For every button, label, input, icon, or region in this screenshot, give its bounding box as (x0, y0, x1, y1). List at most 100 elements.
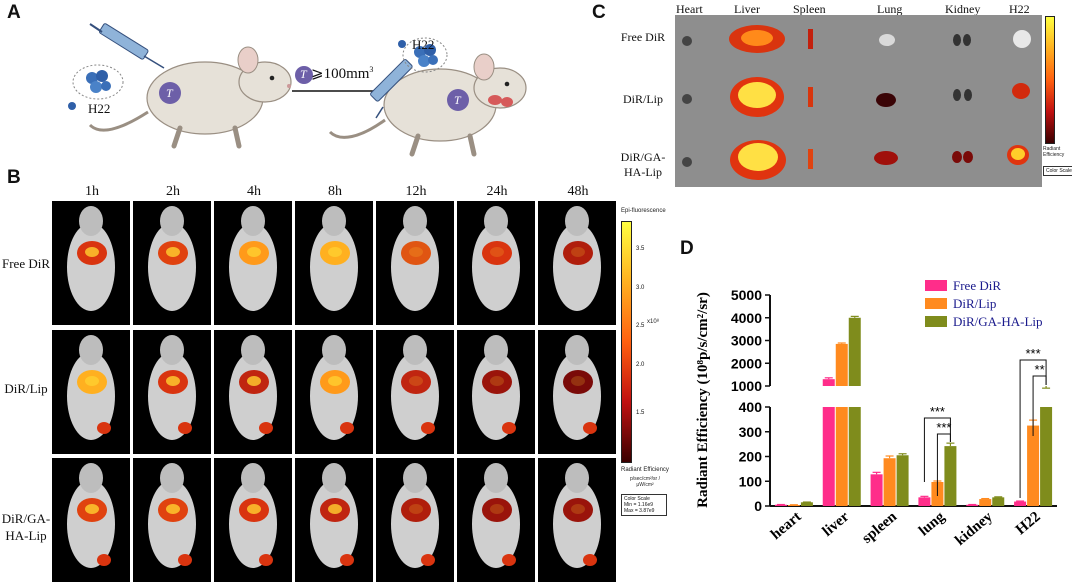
x-tick-label: liver (820, 509, 853, 540)
timepoint-label: 48h (567, 184, 589, 199)
bar (822, 407, 835, 506)
tumor-badge: T (300, 67, 307, 81)
color-scale-min: Min = 1.16e9 (624, 502, 654, 508)
tumor-size-threshold: ⩾100mm3 (311, 64, 373, 83)
colorbar-tick-label: 3.5 (636, 246, 645, 252)
colorbar-tick-label: 2.0 (636, 362, 645, 368)
mouse-fluorescence-image (214, 201, 292, 325)
x-tick-label: H22 (1013, 509, 1044, 538)
bar (800, 502, 813, 506)
bar (896, 455, 909, 506)
y-tick-label: 4000 (731, 310, 762, 326)
significance-label: ** (1035, 362, 1045, 377)
tumor-cell-cluster-icon (398, 37, 448, 73)
legend-label: DiR/GA-HA-Lip (953, 314, 1043, 329)
organ-column-label: H22 (1009, 2, 1030, 16)
timepoint-label: 2h (166, 184, 180, 199)
y-tick-label: 5000 (731, 287, 762, 303)
y-tick-label: 200 (739, 449, 763, 465)
legend-label: Free DiR (953, 278, 1001, 293)
mouse-fluorescence-image (376, 458, 454, 582)
syringe-icon (370, 59, 413, 119)
tumor-badge: T (454, 93, 461, 107)
mouse-fluorescence-image (214, 458, 292, 582)
panel-c-label: C (592, 2, 606, 23)
ex-vivo-organ-image (675, 15, 1042, 187)
bar (883, 458, 896, 506)
y-tick-label: 1000 (731, 378, 762, 394)
legend-swatch (925, 316, 947, 327)
invivo-colorbar (621, 221, 632, 463)
mouse-fluorescence-image (214, 330, 292, 454)
y-axis-label: Radiant Efficiency (10⁸p/s/cm²/sr) (695, 292, 711, 508)
x-tick-label: kidney (952, 508, 996, 548)
mouse-fluorescence-image (538, 458, 616, 582)
mouse-fluorescence-image (295, 458, 373, 582)
bar (774, 504, 787, 506)
colorbar-exponent: x10⁸ (647, 319, 660, 325)
mouse-fluorescence-image (52, 330, 130, 454)
x-tick-label: heart (768, 509, 804, 543)
mouse-fluorescence-image (295, 330, 373, 454)
colorbar-title: Epi-fluorescence (621, 208, 666, 214)
mouse-fluorescence-image (376, 330, 454, 454)
organ-column-label: Lung (877, 2, 903, 16)
timepoint-label: 1h (85, 184, 99, 199)
organ-row-label: DiR/GA- HA-Lip (620, 150, 666, 179)
mouse-fluorescence-image (52, 458, 130, 582)
bar (1040, 407, 1053, 506)
mouse-fluorescence-image (133, 330, 211, 454)
organ-column-label: Liver (734, 2, 760, 16)
h22-label: H22 (88, 101, 111, 116)
y-tick-label: 2000 (731, 355, 762, 371)
panel-d-label: D (680, 238, 694, 259)
mouse-illustration-1 (88, 46, 292, 149)
y-tick-label: 3000 (731, 333, 762, 349)
organ-colorbar (1045, 16, 1055, 144)
bar (870, 474, 883, 506)
mouse-fluorescence-image (457, 330, 535, 454)
bar (822, 379, 835, 386)
mouse-fluorescence-image (538, 201, 616, 325)
significance-bracket (1032, 375, 1047, 436)
significance-bracket (923, 417, 951, 482)
color-scale-max: Max = 3.87e9 (624, 508, 655, 514)
significance-label: *** (1025, 346, 1040, 361)
organ-color-scale-title: Color Scale (1046, 168, 1072, 174)
color-scale-title: Color Scale (624, 496, 650, 502)
group-row-label: Free DiR (1, 256, 51, 271)
tumor-badge: T (166, 86, 173, 100)
mouse-fluorescence-image (538, 330, 616, 454)
colorbar-unit-formula: p/sec/cm²/sr / μW/cm² (629, 476, 660, 488)
mouse-fluorescence-image (295, 201, 373, 325)
bar (944, 446, 957, 506)
y-tick-label: 300 (739, 424, 763, 440)
significance-label: *** (936, 420, 951, 435)
timepoint-label: 12h (405, 184, 427, 199)
mouse-fluorescence-image (133, 458, 211, 582)
organ-column-label: Kidney (945, 2, 981, 16)
legend-swatch (925, 280, 947, 291)
bar (918, 497, 931, 506)
mouse-fluorescence-image (457, 201, 535, 325)
group-row-label: DiR/GA- HA-Lip (1, 511, 51, 543)
threshold-text: ⩾100mm (311, 66, 370, 82)
bar (992, 497, 1005, 506)
timepoint-label: 8h (328, 184, 342, 199)
timepoint-label: 4h (247, 184, 261, 199)
panel-b-label: B (7, 167, 21, 188)
panel-a-label: A (7, 2, 21, 23)
mouse-fluorescence-image (133, 201, 211, 325)
mouse-fluorescence-image (376, 201, 454, 325)
group-row-label: DiR/Lip (4, 381, 48, 396)
significance-bracket (936, 433, 951, 496)
bar (979, 499, 992, 506)
legend-swatch (925, 298, 947, 309)
bar (848, 407, 861, 506)
color-scale-box: Color Scale Min = 1.16e9 Max = 3.87e9 (621, 494, 667, 516)
bar (835, 407, 848, 506)
mouse-fluorescence-image (52, 201, 130, 325)
organ-column-label: Spleen (793, 2, 826, 16)
significance-label: *** (930, 404, 945, 419)
tumor-cell-cluster-icon (68, 64, 124, 110)
